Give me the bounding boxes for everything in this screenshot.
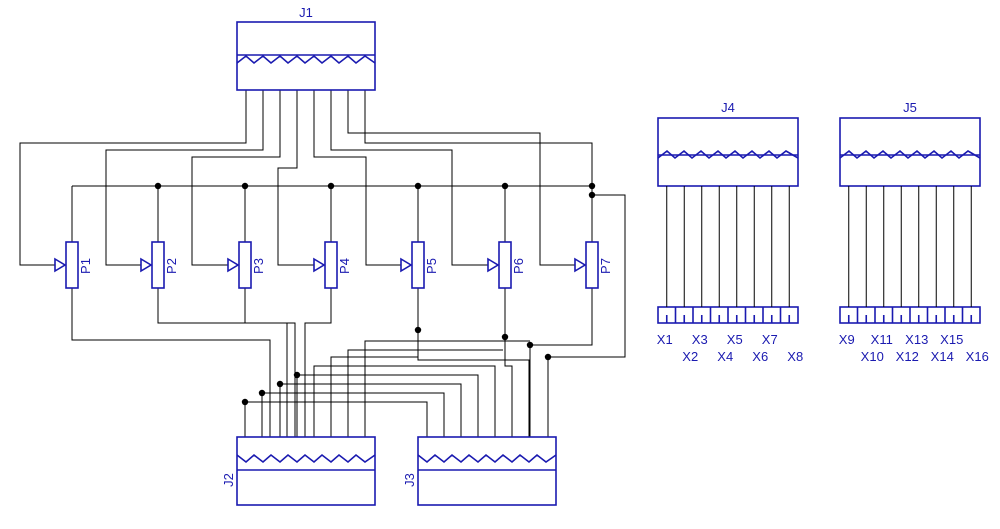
j4-terminal-ticks (665, 307, 791, 323)
junction-dot (588, 191, 596, 199)
terminal-label: X1 (657, 332, 673, 347)
wire (417, 330, 530, 437)
junction-dot (414, 326, 422, 334)
connector-j3: J3 (402, 436, 557, 506)
connector-j2: J2 (221, 436, 376, 506)
j5-label: J5 (903, 100, 917, 115)
potentiometer-label: P6 (511, 258, 526, 274)
wire (313, 90, 406, 266)
connector-j1: J1 (236, 5, 376, 91)
potentiometer-label: P2 (164, 258, 179, 274)
potentiometer-4: P4 (313, 241, 352, 289)
wire (364, 340, 530, 437)
wire (262, 392, 445, 437)
potentiometer-1: P1 (54, 241, 93, 289)
terminal-label: X15 (940, 332, 963, 347)
j4-label: J4 (721, 100, 735, 115)
potentiometer-label: P7 (598, 258, 613, 274)
wire (277, 90, 318, 266)
terminal-label: X8 (787, 349, 803, 364)
j1-pins (236, 54, 376, 65)
junction-dot (293, 371, 301, 379)
wire (244, 288, 296, 437)
terminal-label: X12 (896, 349, 919, 364)
wire (313, 365, 496, 437)
potentiometer-6: P6 (487, 241, 526, 289)
wire (347, 90, 578, 266)
wires (19, 90, 626, 437)
terminal-label: X7 (762, 332, 778, 347)
terminal-label: X13 (905, 332, 928, 347)
potentiometer-2: P2 (140, 241, 179, 289)
junction-dot (501, 333, 509, 341)
terminal-label: X6 (752, 349, 768, 364)
junction-dot (276, 380, 284, 388)
junction-dot (241, 398, 249, 406)
terminal-label: X16 (966, 349, 989, 364)
terminal-label: X11 (871, 332, 893, 347)
junction-dot (327, 182, 335, 190)
j2-label: J2 (221, 473, 236, 487)
wire (191, 90, 281, 266)
terminal-label: X9 (839, 332, 855, 347)
j5-terminal-ticks (847, 307, 973, 323)
junction-dot (154, 182, 162, 190)
wire (19, 90, 247, 266)
j5-wires (848, 186, 972, 307)
junction-dot (588, 182, 596, 190)
potentiometer-label: P5 (424, 258, 439, 274)
wire (297, 374, 479, 437)
potentiometer-label: P3 (251, 258, 266, 274)
terminal-label: X5 (727, 332, 743, 347)
junction-dot (526, 341, 534, 349)
junction-dot (414, 182, 422, 190)
wire (304, 288, 332, 437)
wire (105, 90, 264, 266)
terminal-label: X10 (861, 349, 884, 364)
potentiometer-3: P3 (227, 241, 266, 289)
potentiometer-label: P4 (337, 258, 352, 274)
terminal-label: X2 (682, 349, 698, 364)
wire (347, 349, 503, 437)
junction-dots (154, 182, 596, 406)
wire (548, 194, 626, 358)
j3-label: J3 (402, 473, 417, 487)
junction-dot (544, 353, 552, 361)
terminal-label: X4 (717, 349, 733, 364)
wire (530, 288, 593, 346)
wire (157, 288, 288, 437)
wire (364, 90, 593, 186)
wire (245, 401, 428, 437)
junction-dot (258, 389, 266, 397)
potentiometer-label: P1 (78, 258, 93, 274)
potentiometer-7: P7 (574, 241, 613, 289)
terminal-label: X14 (931, 349, 954, 364)
wire (504, 337, 513, 437)
potentiometers: P1 P2 P3 P4 P5 P6 P7 (54, 241, 613, 289)
j1-label: J1 (299, 5, 313, 20)
wire (71, 288, 271, 437)
wire (280, 383, 462, 437)
terminal-label: X3 (692, 332, 708, 347)
wire (330, 356, 418, 437)
potentiometer-5: P5 (400, 241, 439, 289)
j4-wires (666, 186, 790, 307)
wire (330, 90, 492, 266)
junction-dot (501, 182, 509, 190)
junction-dot (241, 182, 249, 190)
